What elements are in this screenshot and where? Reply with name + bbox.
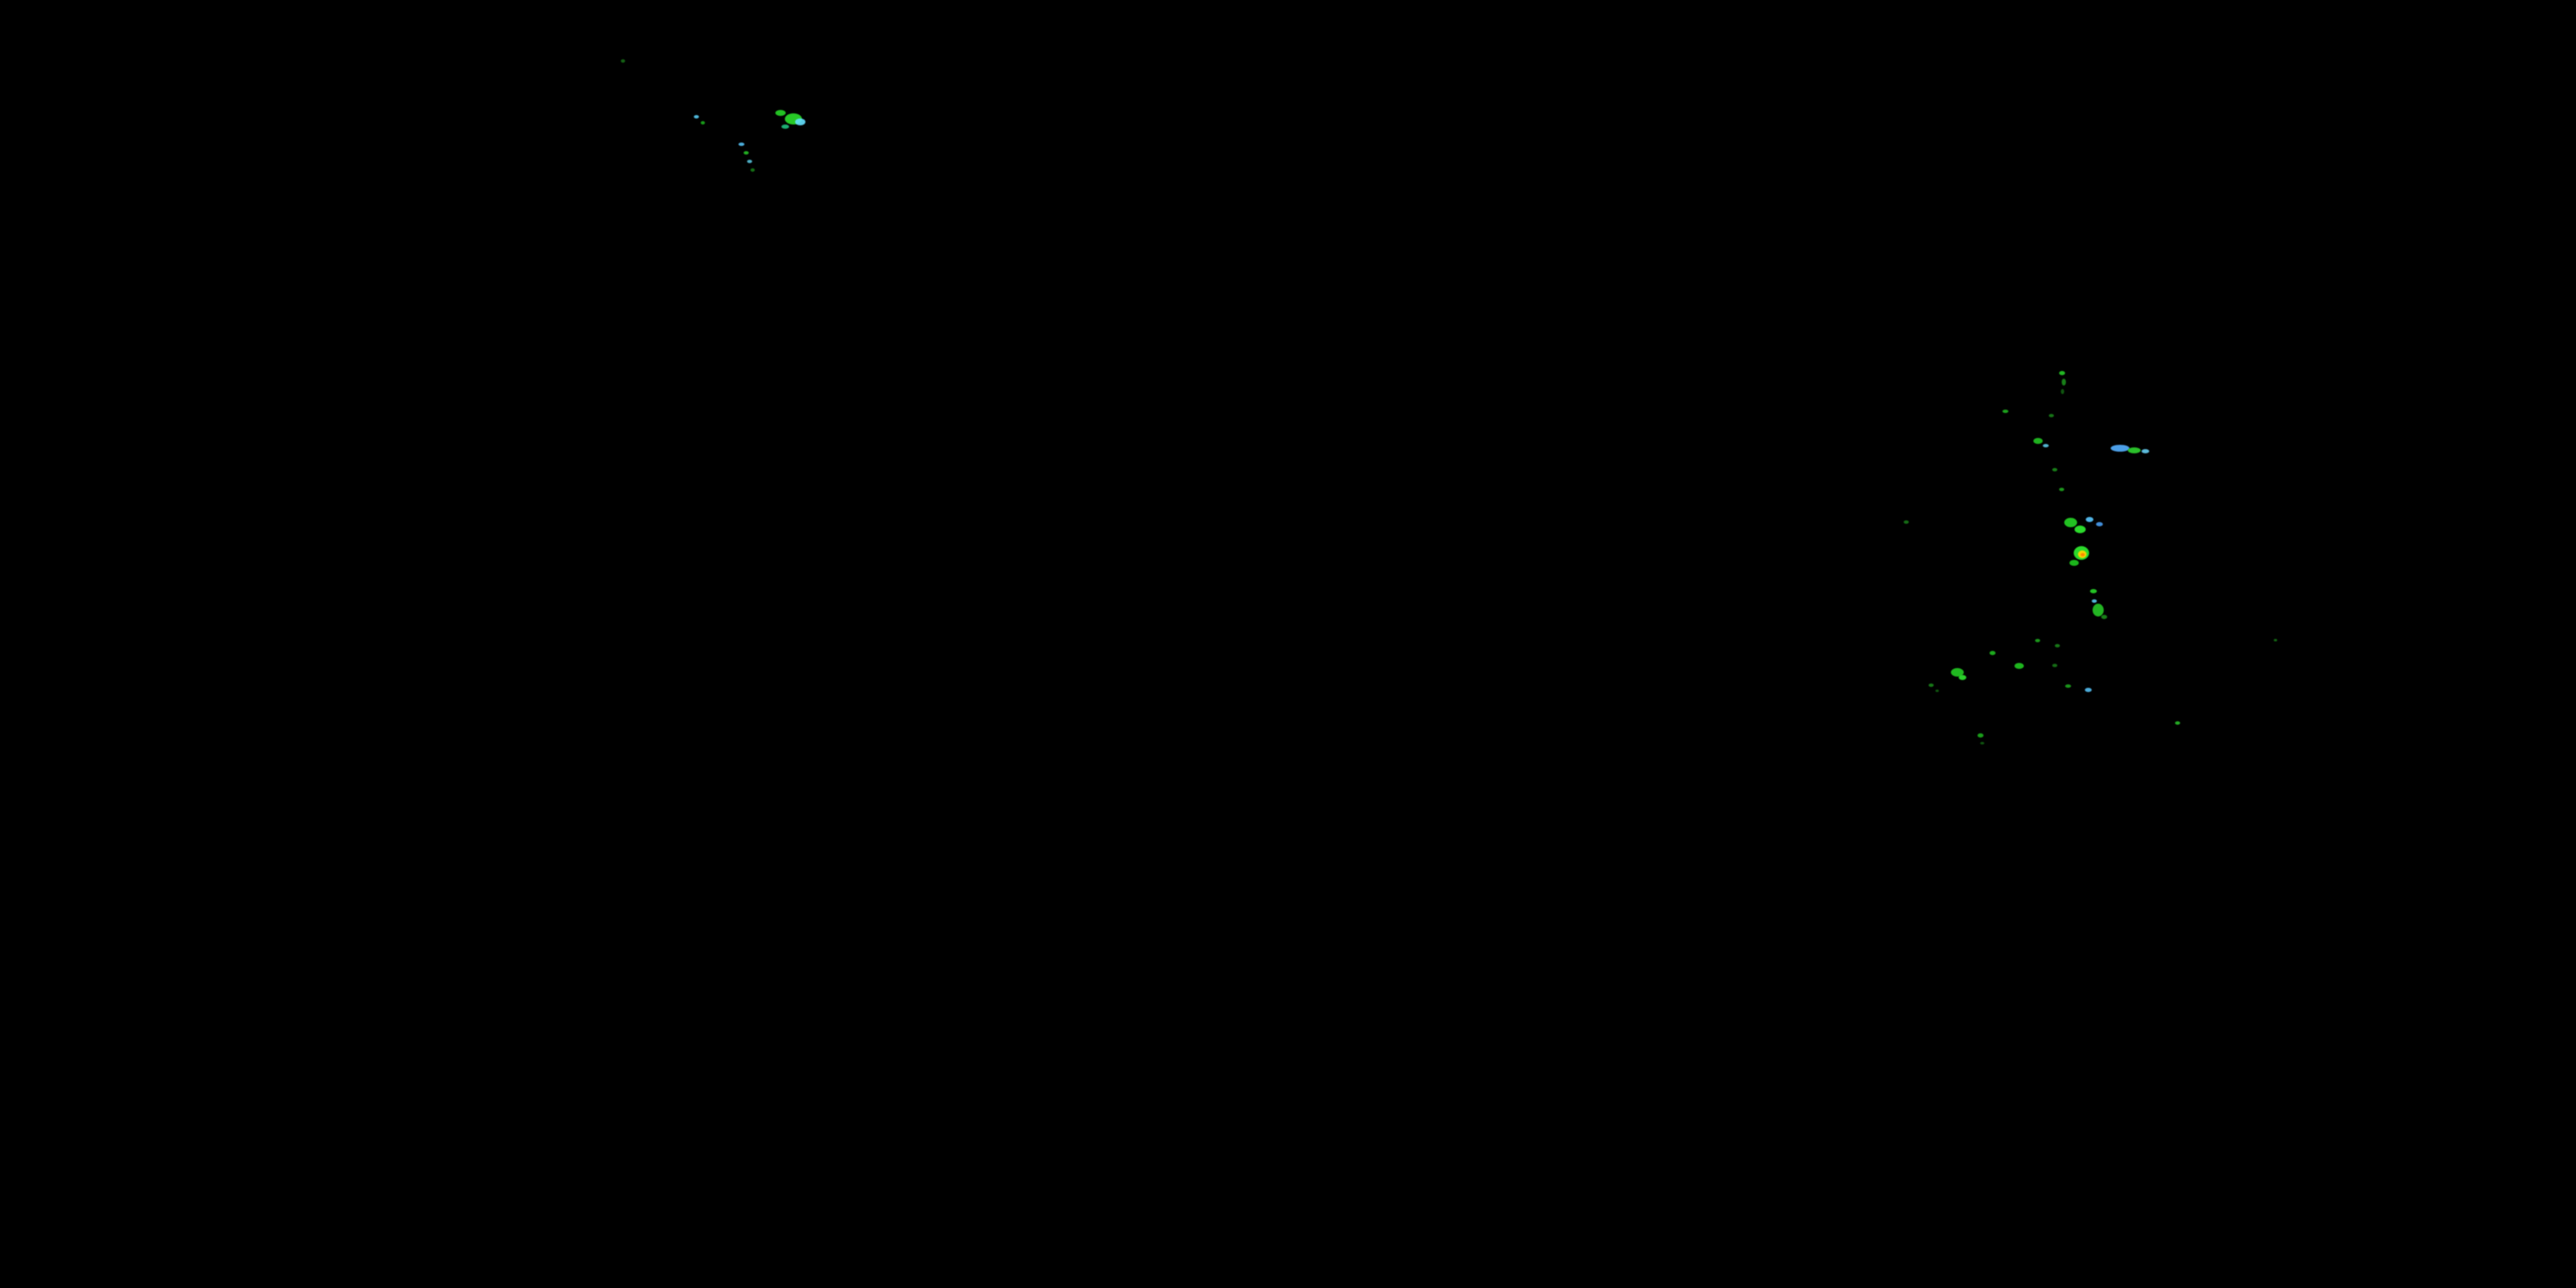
radar-echo bbox=[775, 110, 786, 116]
radar-echo bbox=[1951, 668, 1964, 677]
radar-echo bbox=[2035, 639, 2040, 642]
radar-echo bbox=[2274, 639, 2277, 641]
radar-echo bbox=[2065, 684, 2071, 688]
radar-echo bbox=[2074, 546, 2089, 560]
radar-echo bbox=[1990, 651, 1996, 655]
radar-echo bbox=[701, 121, 705, 125]
radar-echo bbox=[2052, 664, 2057, 667]
radar-echo bbox=[1978, 733, 1984, 738]
radar-echo bbox=[1929, 683, 1934, 687]
radar-echo bbox=[795, 118, 805, 125]
radar-echo bbox=[2059, 488, 2064, 491]
radar-echo bbox=[2142, 449, 2149, 453]
radar-echo bbox=[2092, 599, 2097, 603]
radar-echo bbox=[2078, 550, 2087, 558]
radar-echo bbox=[2111, 445, 2129, 452]
radar-echo bbox=[2043, 444, 2049, 447]
radar-echo bbox=[1935, 690, 1939, 692]
radar-echo bbox=[750, 168, 755, 172]
radar-echo bbox=[2059, 371, 2065, 375]
radar-echo bbox=[747, 160, 752, 163]
radar-echo bbox=[2049, 414, 2054, 417]
radar-echo bbox=[2014, 663, 2024, 669]
radar-echo bbox=[2128, 447, 2141, 453]
radar-echo bbox=[785, 113, 802, 125]
radar-echo bbox=[2096, 522, 2103, 526]
radar-echo bbox=[2101, 615, 2107, 619]
radar-echo bbox=[2175, 721, 2180, 725]
radar-echo bbox=[2062, 379, 2066, 386]
radar-echo bbox=[621, 59, 625, 63]
radar-echo bbox=[2052, 468, 2057, 471]
radar-echo bbox=[2085, 688, 2092, 692]
radar-echo bbox=[694, 115, 699, 118]
radar-echo bbox=[2033, 438, 2043, 444]
radar-echo bbox=[744, 151, 749, 155]
radar-echo bbox=[1959, 675, 1966, 680]
radar-echo bbox=[2061, 389, 2064, 394]
radar-echo bbox=[2075, 526, 2086, 533]
radar-echo bbox=[781, 125, 789, 129]
radar-echo bbox=[2069, 560, 2079, 566]
radar-echo bbox=[1980, 742, 1984, 744]
radar-echo bbox=[2090, 589, 2097, 593]
radar-echo bbox=[2081, 553, 2085, 556]
radar-echo bbox=[1904, 520, 1909, 524]
radar-echo bbox=[2086, 517, 2093, 522]
radar-echo bbox=[2093, 604, 2104, 617]
radar-echo bbox=[2002, 410, 2008, 413]
radar-echo bbox=[2055, 644, 2060, 647]
radar-echo bbox=[738, 143, 744, 146]
radar-echo bbox=[2064, 518, 2077, 527]
